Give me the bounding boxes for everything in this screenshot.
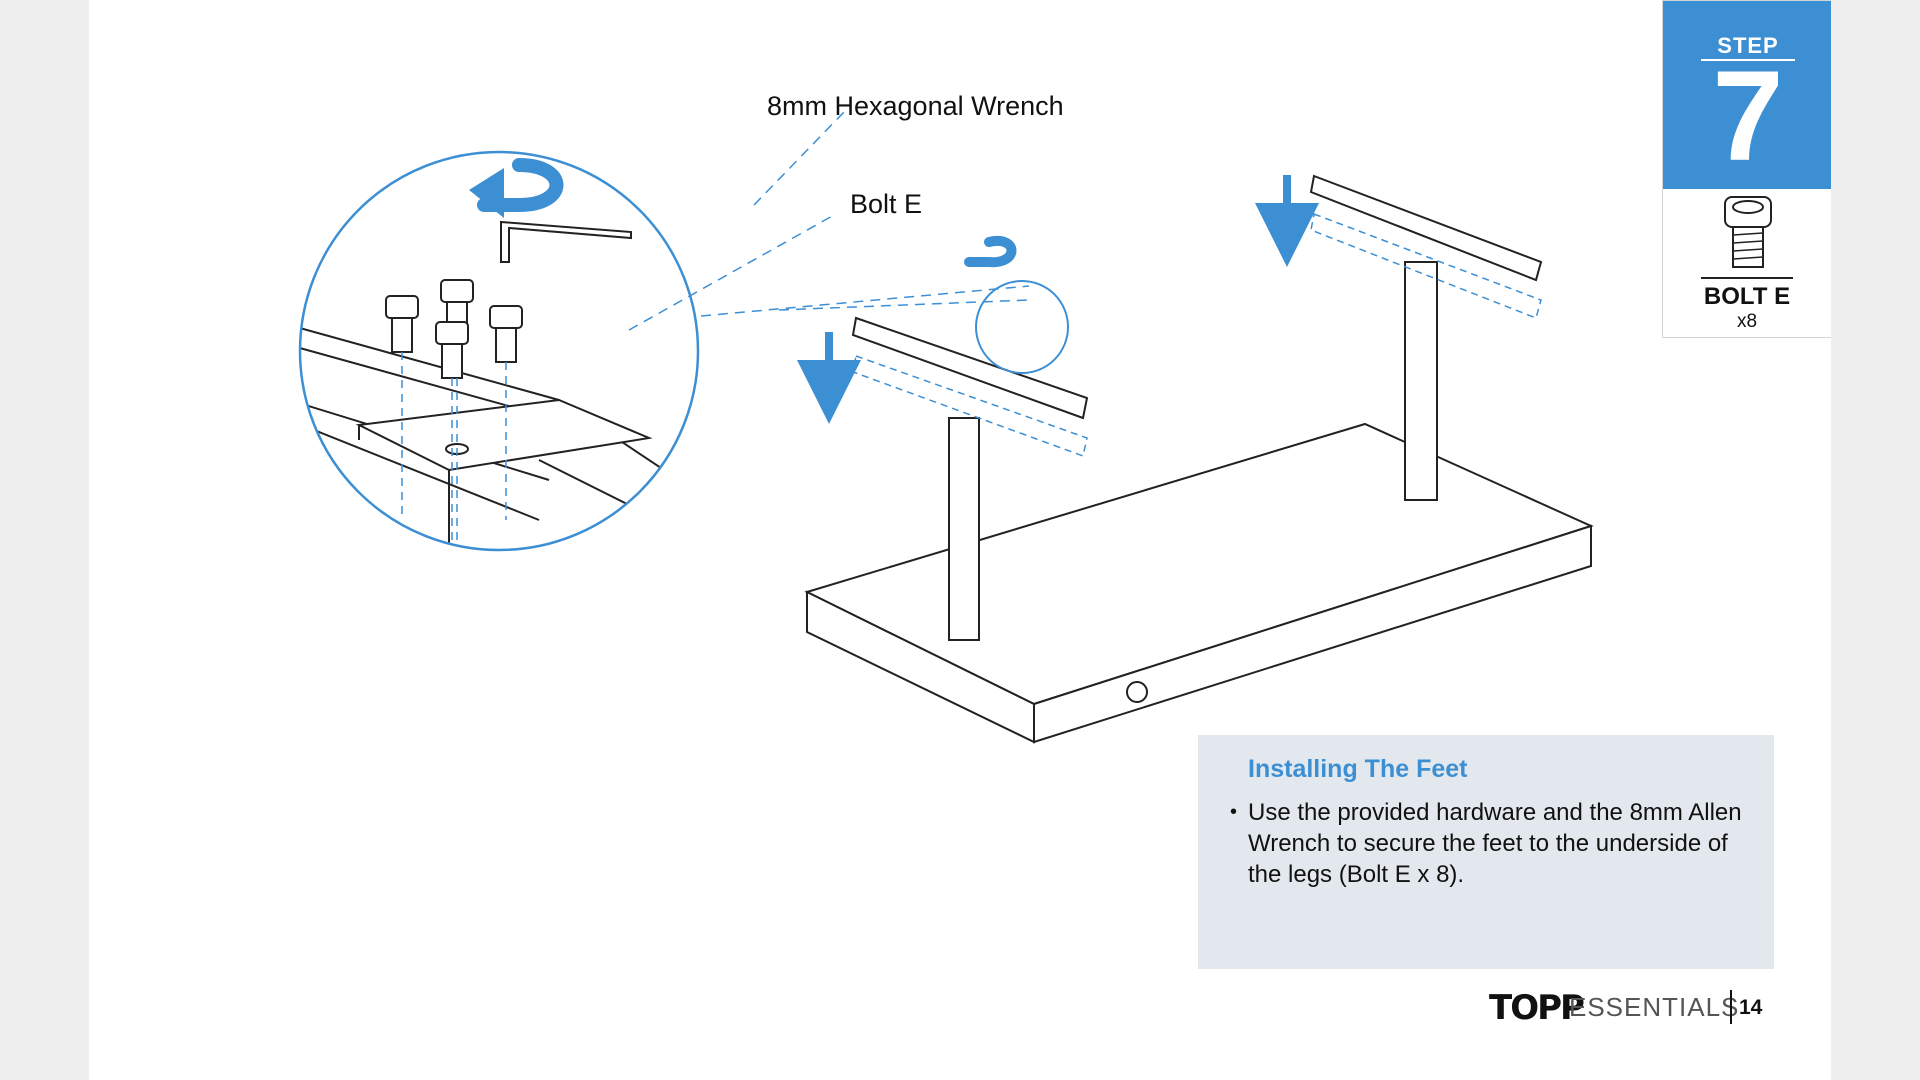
bolt-icon [1724,196,1772,268]
part-name: BOLT E [1703,283,1791,310]
part-quantity: x8 [1736,311,1758,332]
brand-logo: TOPP [1489,988,1585,1028]
instructions-title: Installing The Feet [1248,755,1468,783]
wrench-callout-label: 8mm Hexagonal Wrench [767,91,1064,121]
detail-source-circle [975,280,1069,374]
step-word: STEP [1717,33,1779,58]
footer-divider [1730,990,1732,1024]
callout-leaders [628,111,1030,331]
assembly-illustration [298,111,1594,744]
step-number: 7 [1712,45,1784,188]
brand-suffix: ESSENTIALS [1569,992,1740,1022]
detail-circle [298,150,700,552]
page-footer: TOPP ESSENTIALS 14 [1489,988,1789,1028]
page-number: 14 [1739,996,1763,1019]
step-header: STEP 7 [1663,1,1831,189]
instructions-list: Use the provided hardware and the 8mm Al… [1230,797,1750,890]
step-rule [1701,59,1795,61]
instructions-panel: Installing The Feet Use the provided har… [1198,735,1774,969]
step-indicator: STEP 7 BOLT E x8 [1662,0,1831,338]
bolt-callout-label: Bolt E [850,189,923,219]
part-rule [1701,277,1793,279]
desk-frame [804,261,1594,744]
manual-page: 8mm Hexagonal Wrench Bolt E STEP 7 BOLT … [89,0,1831,1080]
instruction-item: Use the provided hardware and the 8mm Al… [1230,797,1750,890]
